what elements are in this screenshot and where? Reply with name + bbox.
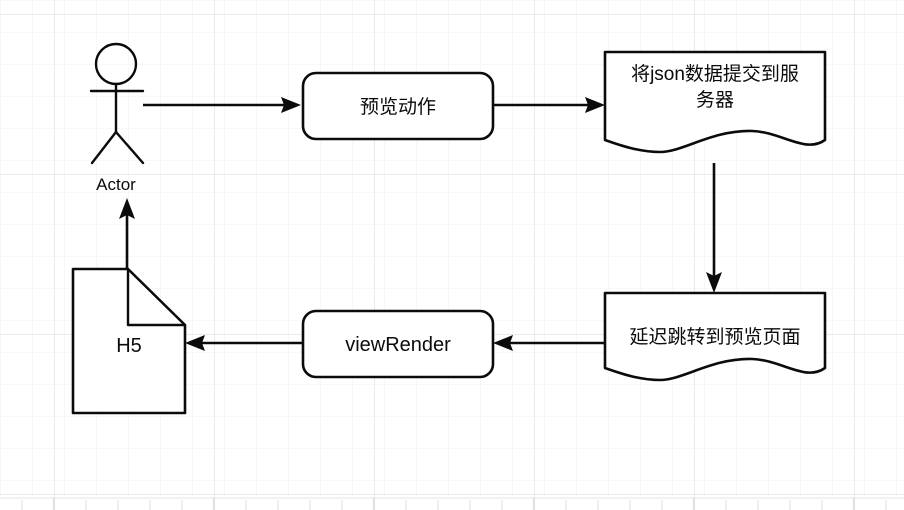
actor-leg-left-icon bbox=[90, 130, 118, 165]
node-shape bbox=[603, 291, 827, 382]
node-label-line-2: 务器 bbox=[696, 89, 734, 111]
node-delay-redirect[interactable]: 延迟跳转到预览页面 bbox=[603, 291, 827, 382]
edge-delay-to-viewrender[interactable] bbox=[493, 335, 605, 351]
arrow-head-icon bbox=[119, 198, 135, 219]
arrow-head-icon bbox=[493, 335, 513, 351]
arrow-head-icon bbox=[706, 272, 722, 293]
node-actor[interactable]: Actor bbox=[89, 42, 145, 194]
node-submit-json[interactable]: 将json数据提交到服 务器 bbox=[603, 50, 827, 154]
node-label-line-1: 将json数据提交到服 bbox=[631, 63, 799, 85]
node-shape bbox=[71, 267, 187, 415]
edge-h5-to-actor[interactable] bbox=[119, 198, 135, 269]
actor-label: Actor bbox=[96, 175, 136, 194]
actor-leg-right-icon bbox=[114, 130, 145, 165]
node-label: H5 bbox=[116, 335, 142, 357]
ruler-ticks bbox=[21, 498, 887, 510]
arrow-head-icon bbox=[585, 97, 605, 113]
node-h5-page[interactable]: H5 bbox=[71, 267, 187, 415]
folded-corner-icon bbox=[126, 267, 187, 327]
node-shape bbox=[603, 50, 827, 154]
arrow-head-icon bbox=[185, 335, 205, 351]
edge-preview-to-submit[interactable] bbox=[493, 97, 605, 113]
node-label: viewRender bbox=[345, 334, 451, 356]
arrow-head-icon bbox=[281, 97, 301, 113]
node-label: 预览动作 bbox=[360, 96, 436, 118]
edge-viewrender-to-h5[interactable] bbox=[185, 335, 303, 351]
edge-actor-to-preview[interactable] bbox=[143, 97, 301, 113]
edge-submit-to-delay[interactable] bbox=[706, 163, 722, 293]
node-label: 延迟跳转到预览页面 bbox=[629, 326, 800, 348]
